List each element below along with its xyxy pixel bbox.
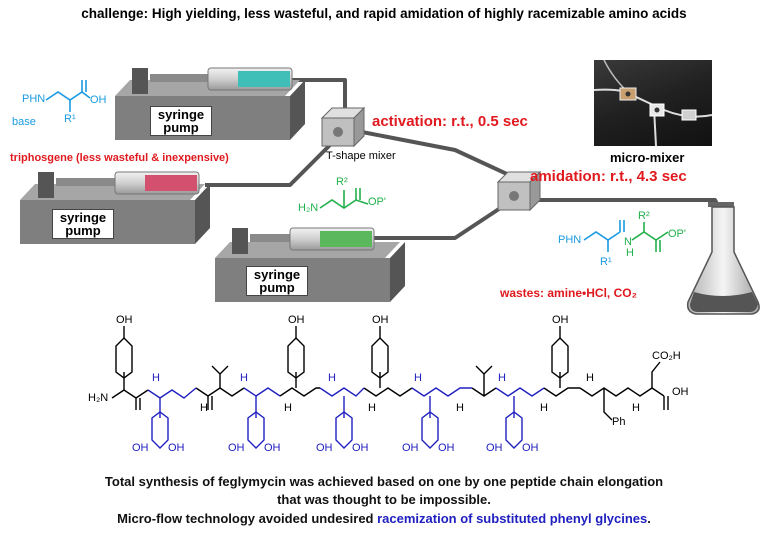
pump-3-label: syringe pump <box>246 266 308 296</box>
feg-acid-oh-label: OH <box>672 386 689 398</box>
pump-3-label-line1: syringe <box>253 267 301 282</box>
product-r2-label: R² <box>638 210 650 222</box>
syringe-pump-2 <box>20 171 210 244</box>
micro-mixer-photo-detail <box>594 60 712 146</box>
tube-pump2-to-tmixer <box>205 143 332 187</box>
micro-mixer-unit <box>496 170 542 212</box>
pump-2-label-line2: pump <box>65 223 101 238</box>
feg-phenol-oh-4a: OH <box>402 442 419 454</box>
pump-1-label-line2: pump <box>163 120 199 135</box>
feg-nh-3: H <box>240 372 248 384</box>
caption-line-3-prefix: Micro-flow technology avoided undesired <box>117 511 378 526</box>
feg-nh-11: H <box>586 372 594 384</box>
product-op-label: OP' <box>668 228 686 240</box>
flask <box>686 202 760 315</box>
feg-phenol-oh-5b: OH <box>522 442 539 454</box>
feg-oh-3: OH <box>372 314 389 326</box>
caption-line-3-highlight: racemization of substituted phenyl glyci… <box>377 511 648 526</box>
feg-phenol-oh-1b: OH <box>168 442 185 454</box>
syringe-2-fluid <box>145 175 197 191</box>
syringe-3-fluid <box>320 231 372 247</box>
reagent-r1-label: R¹ <box>64 113 76 125</box>
pump-2-label: syringe pump <box>52 209 114 239</box>
caption-line-2: that was thought to be impossible. <box>277 492 491 507</box>
feg-phenol-oh-2b: OH <box>264 442 281 454</box>
feg-nh-5: H <box>328 372 336 384</box>
feg-nh-12: H <box>632 402 640 414</box>
micro-mixer-photo <box>594 60 712 146</box>
micro-mixer-label: micro-mixer <box>610 150 685 165</box>
page-title: challenge: High yielding, less wasteful,… <box>81 6 687 21</box>
activator-label: triphosgene (less wasteful & inexpensive… <box>10 152 229 164</box>
feg-phenol-oh-4b: OH <box>438 442 455 454</box>
reagent-amino-acid-bonds <box>45 80 91 112</box>
t-shape-mixer <box>320 106 366 148</box>
feg-h2n-label: H₂N <box>88 392 109 404</box>
t-shape-mixer-label: T-shape mixer <box>326 150 396 162</box>
feg-phenol-oh-1a: OH <box>132 442 149 454</box>
syringe-pump-3 <box>215 227 405 302</box>
feg-oh-4: OH <box>552 314 569 326</box>
caption-line-3-suffix: . <box>647 511 651 526</box>
activation-label: activation: r.t., 0.5 sec <box>372 113 528 130</box>
product-phn-label: PHN <box>558 234 582 246</box>
feg-nh-8: H <box>456 402 464 414</box>
syringe-1-fluid <box>238 71 290 87</box>
pump-3-label-line2: pump <box>259 280 295 295</box>
nucleophile-r2-label: R² <box>336 176 348 188</box>
product-h-label: H <box>626 247 634 259</box>
product-bonds <box>583 220 669 252</box>
pump-2-label-line1: syringe <box>59 210 107 225</box>
feg-oh-2: OH <box>288 314 305 326</box>
feg-nh-6: H <box>368 402 376 414</box>
nucleophile-op-label: OP' <box>368 196 386 208</box>
feglymycin-bonds <box>111 326 669 449</box>
tube-pump3-to-micromixer <box>370 203 507 240</box>
feg-oh-1: OH <box>116 314 133 326</box>
amidation-label: amidation: r.t., 4.3 sec <box>530 168 687 185</box>
caption-line-1: Total synthesis of feglymycin was achiev… <box>104 474 664 489</box>
feg-ph-label: Ph <box>612 416 626 428</box>
feg-phenol-oh-5a: OH <box>486 442 503 454</box>
feg-nh-9: H <box>498 372 506 384</box>
feg-nh-2: H <box>200 402 208 414</box>
wastes-label: wastes: amine•HCl, CO₂ <box>500 286 637 300</box>
reagent-oh-label: OH <box>90 94 107 106</box>
reagent-base-label: base <box>12 116 36 128</box>
tube-tmixer-to-micromixer <box>361 130 521 182</box>
pump-1-label-line1: syringe <box>157 107 205 122</box>
feg-co2h-label: CO₂H <box>652 350 681 362</box>
product-r1-label: R¹ <box>600 256 612 268</box>
feg-nh-7: H <box>414 372 422 384</box>
caption-line-3: Micro-flow technology avoided undesired … <box>0 511 768 526</box>
product-n-label: N <box>624 236 632 248</box>
feg-phenol-oh-3a: OH <box>316 442 333 454</box>
feg-phenol-oh-3b: OH <box>352 442 369 454</box>
feg-nh-10: H <box>540 402 548 414</box>
nucleophile-bonds <box>319 188 369 209</box>
tube-micromixer-to-flask <box>535 198 722 211</box>
nucleophile-h2n-label: H₂N <box>298 202 319 214</box>
feg-phenol-oh-2a: OH <box>228 442 245 454</box>
feg-nh-4: H <box>284 402 292 414</box>
reagent-phn-label: PHN <box>22 93 46 105</box>
pump-1-label: syringe pump <box>150 106 212 136</box>
feg-nh-1: H <box>152 372 160 384</box>
